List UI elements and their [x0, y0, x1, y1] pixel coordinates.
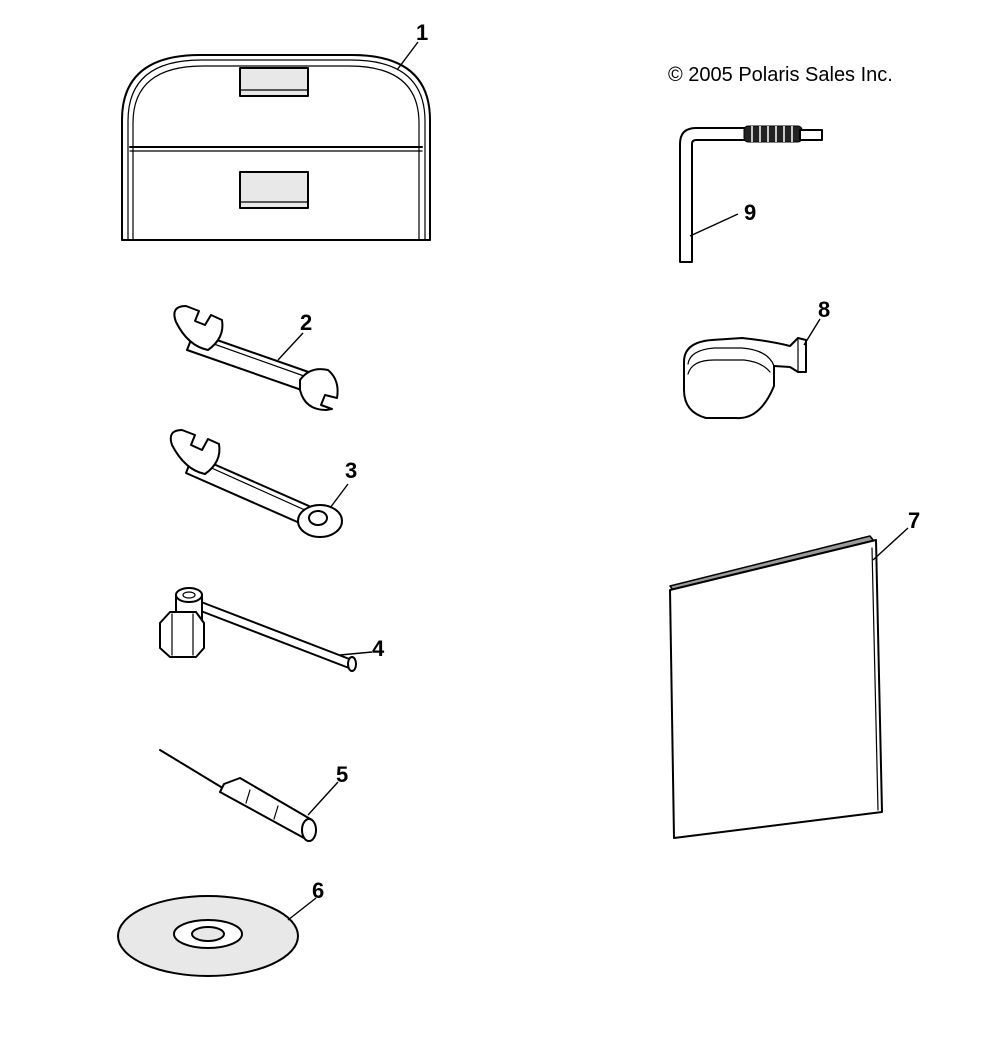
tool-pouch-icon — [121, 54, 431, 241]
callout-2: 2 — [300, 310, 312, 335]
open-end-wrench-icon — [173, 305, 339, 411]
combination-wrench-icon — [169, 429, 343, 538]
callout-9: 9 — [744, 200, 756, 225]
hex-key-icon — [679, 125, 823, 263]
cd-disc-icon — [117, 895, 299, 977]
screwdriver-icon — [159, 749, 317, 842]
callout-8: 8 — [818, 297, 830, 322]
copyright-notice: © 2005 Polaris Sales Inc. — [668, 64, 893, 86]
spark-plug-socket-wrench-icon — [159, 587, 357, 672]
callout-1: 1 — [416, 20, 428, 45]
callout-6: 6 — [312, 878, 324, 903]
strap-icon — [683, 337, 807, 420]
owners-manual-booklet-icon — [669, 535, 883, 839]
callout-3: 3 — [345, 458, 357, 483]
callout-5: 5 — [336, 762, 348, 787]
callout-4: 4 — [372, 636, 385, 661]
callout-7: 7 — [908, 508, 920, 533]
